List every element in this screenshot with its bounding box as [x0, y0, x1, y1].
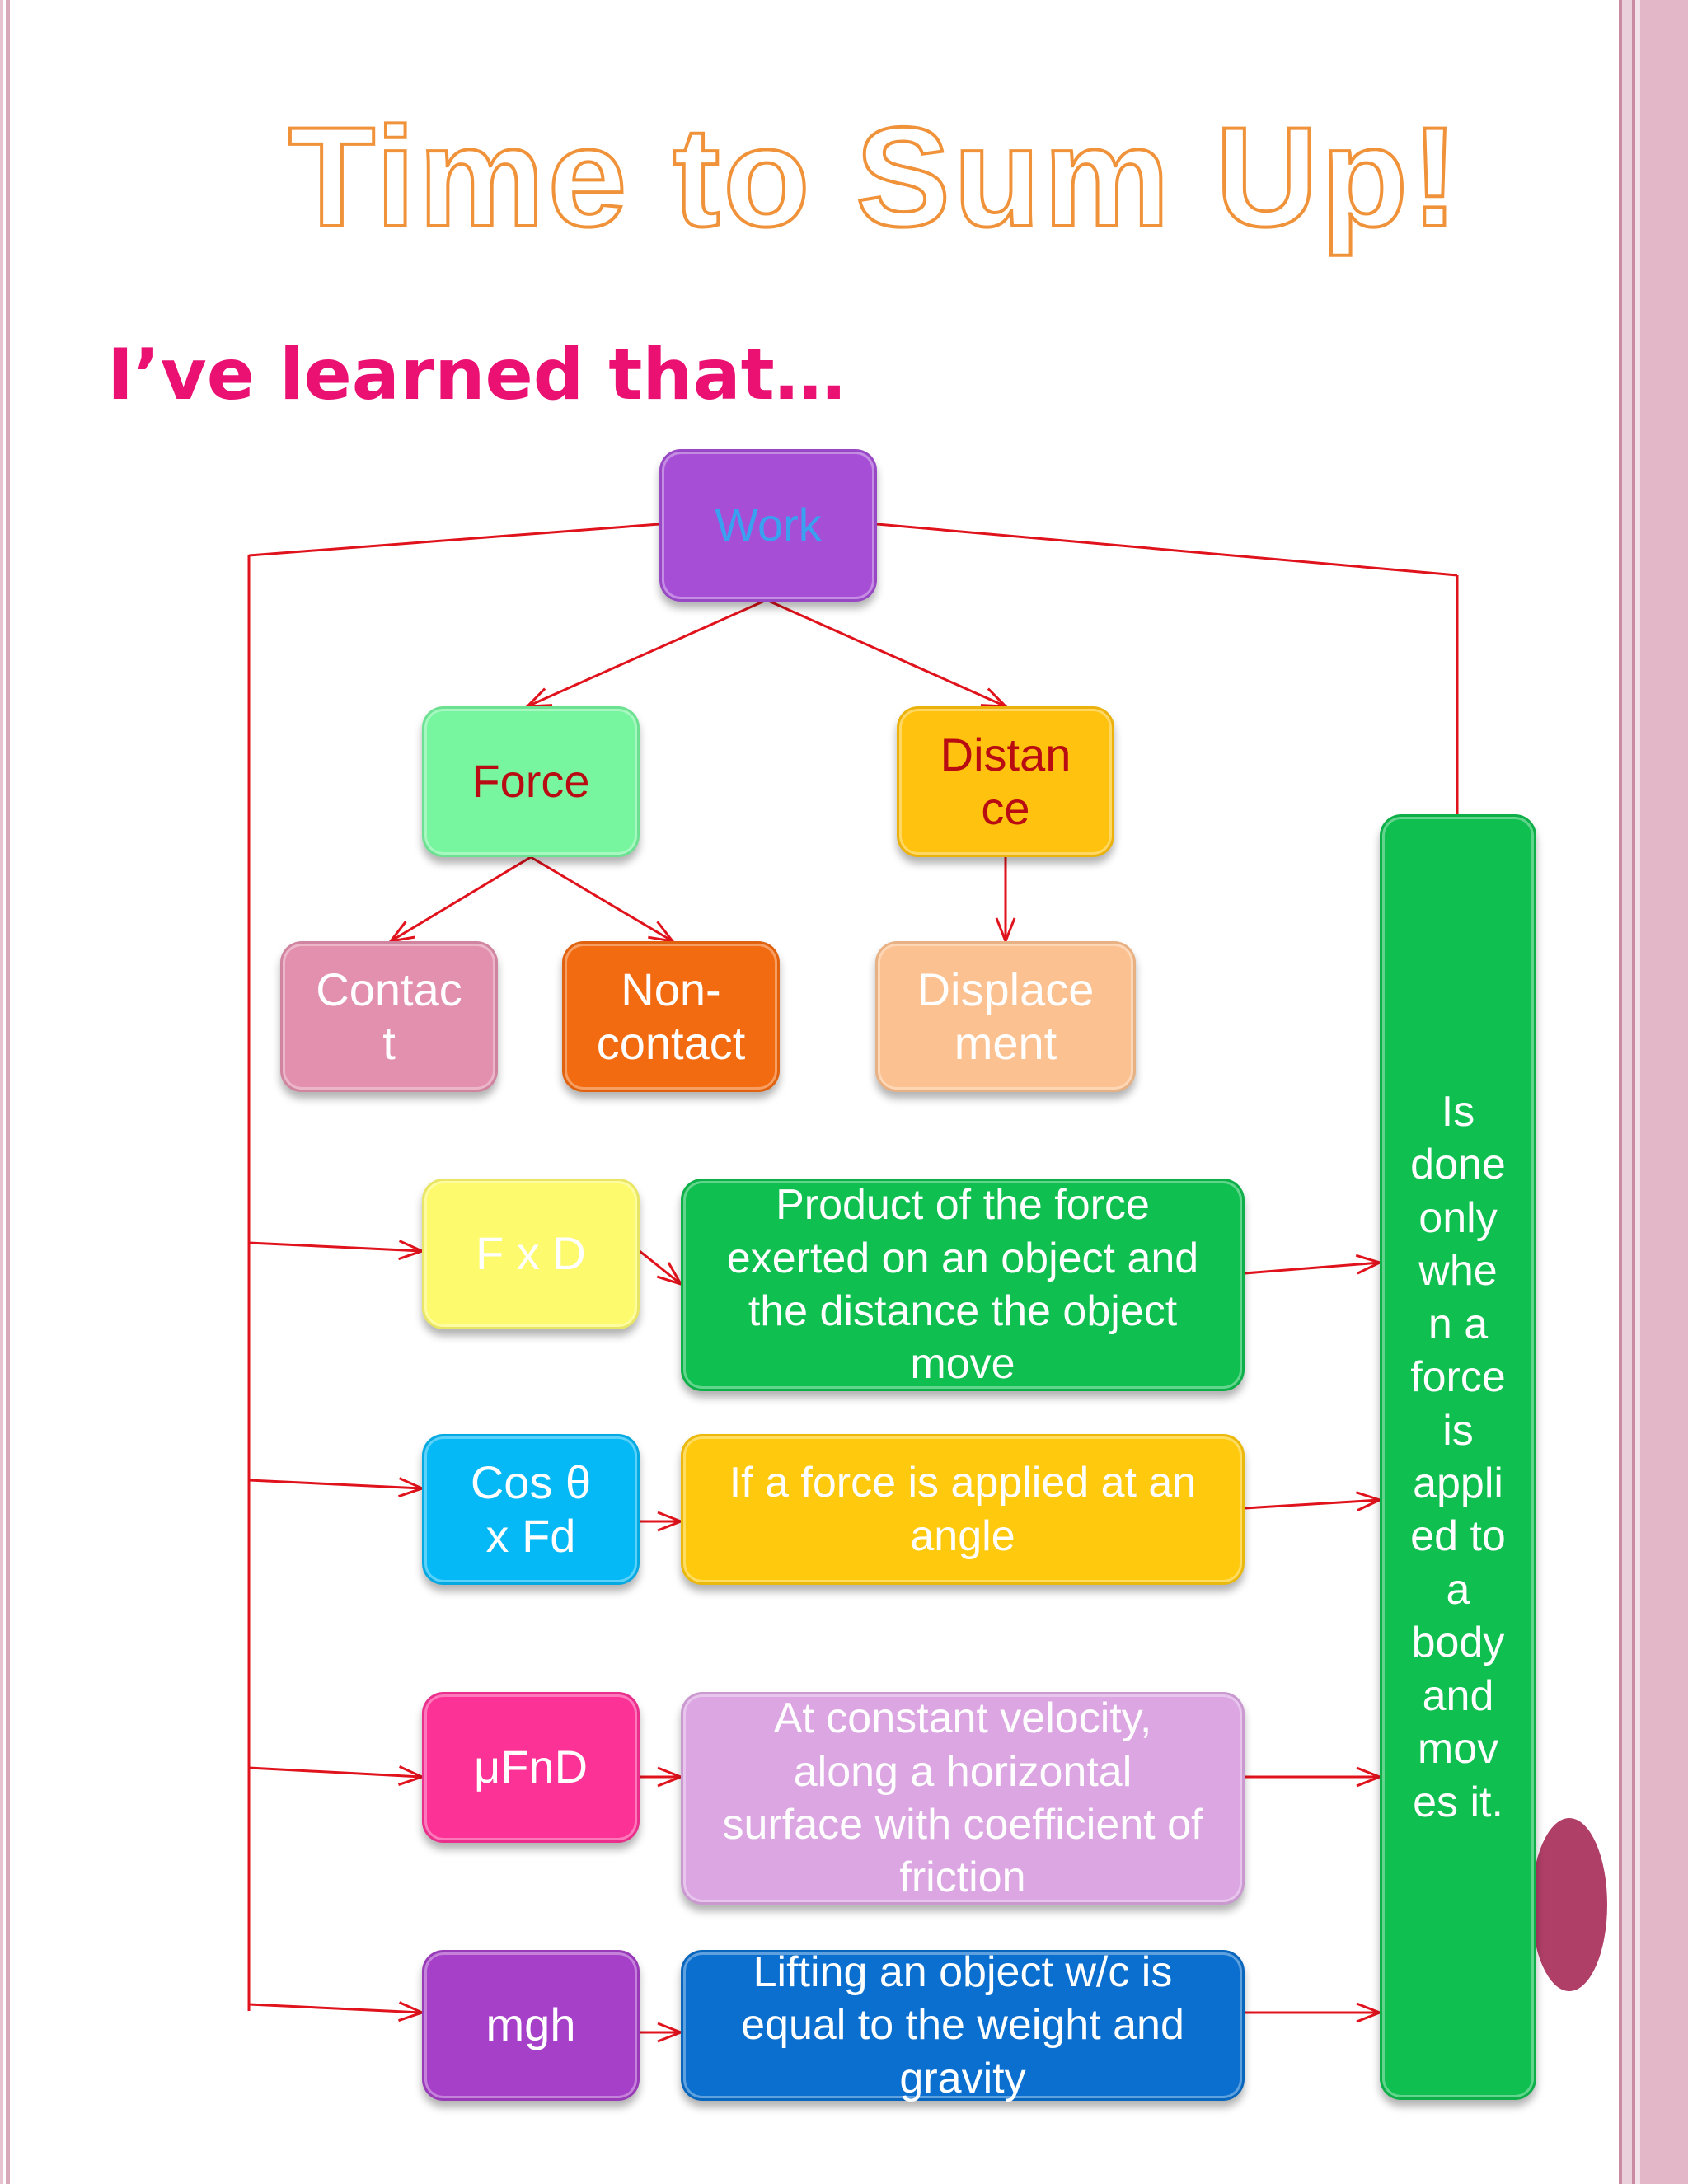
node-force: Force	[422, 706, 640, 857]
node-formula-mgh: mgh	[422, 1950, 640, 2101]
connector-work-right	[876, 523, 1458, 577]
node-mgh-description-text: Lifting an object w/c is equal to the we…	[741, 1947, 1184, 2102]
node-distance-label: Distan ce	[940, 729, 1071, 834]
connector-force-contact	[391, 855, 532, 941]
node-ufnd-description-text: At constant velocity, along a horizontal…	[722, 1694, 1203, 1902]
subtitle: I’ve learned that…	[107, 334, 846, 416]
connector-spine-ufnd	[248, 1768, 422, 1777]
node-fxd-description-text: Product of the force exerted on an objec…	[726, 1181, 1199, 1389]
node-force-label: Force	[471, 755, 590, 808]
node-work-label: Work	[715, 499, 822, 551]
node-conclusion: Is done only whe n a force is appli ed t…	[1380, 814, 1536, 2100]
connector-work-left	[248, 523, 660, 557]
connector-force-non-contact	[530, 855, 673, 941]
node-cos-description: If a force is applied at an angle	[681, 1434, 1245, 1585]
page-frame-right	[1615, 0, 1688, 2184]
page-frame-left	[0, 0, 10, 2184]
node-contact: Contac t	[280, 941, 498, 1092]
connector-spine-mgh	[248, 2004, 422, 2013]
node-formula-cos-label: Cos θ x Fd	[470, 1456, 592, 1562]
node-non-contact: Non- contact	[562, 941, 780, 1092]
connector-work-force	[528, 598, 767, 706]
node-contact-label: Contac t	[316, 963, 462, 1069]
node-conclusion-text: Is done only whe n a force is appli ed t…	[1410, 1087, 1506, 1826]
decorative-oval	[1531, 1818, 1607, 1991]
connector-cos-conclusion	[1244, 1500, 1380, 1508]
node-distance: Distan ce	[897, 706, 1114, 857]
node-formula-ufnd: μFnD	[422, 1692, 640, 1843]
node-displacement-label: Displace ment	[917, 963, 1095, 1069]
node-cos-description-text: If a force is applied at an angle	[729, 1459, 1197, 1560]
page-title: Time to Sum Up!	[287, 96, 1462, 258]
node-formula-ufnd-label: μFnD	[473, 1741, 588, 1793]
connector-fxd-desc	[639, 1249, 681, 1284]
connector-work-distance	[766, 598, 1006, 706]
connector-spine-fxd	[248, 1243, 422, 1251]
node-ufnd-description: At constant velocity, along a horizontal…	[681, 1692, 1245, 1905]
node-formula-fxd: F x D	[422, 1179, 640, 1329]
node-formula-fxd-label: F x D	[476, 1227, 586, 1280]
node-non-contact-label: Non- contact	[596, 963, 746, 1069]
node-work: Work	[659, 449, 877, 602]
connector-spine-cos	[248, 1480, 422, 1488]
node-formula-mgh-label: mgh	[485, 1999, 576, 2051]
node-mgh-description: Lifting an object w/c is equal to the we…	[681, 1948, 1245, 2102]
connector-fxd-conclusion	[1244, 1263, 1380, 1273]
node-formula-cos: Cos θ x Fd	[422, 1434, 640, 1585]
node-displacement: Displace ment	[875, 941, 1136, 1092]
node-fxd-description: Product of the force exerted on an objec…	[681, 1179, 1245, 1391]
